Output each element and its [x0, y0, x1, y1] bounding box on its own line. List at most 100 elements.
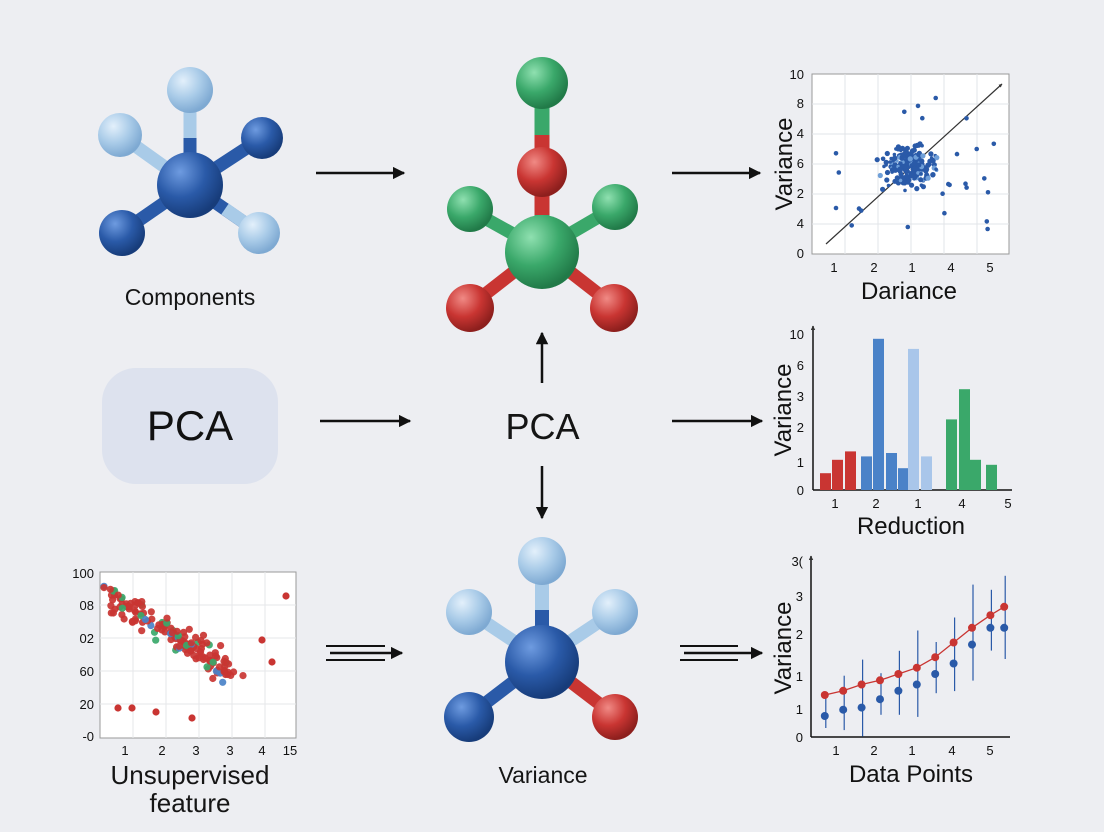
chart1-point [891, 163, 897, 169]
chart1-point [963, 181, 968, 186]
chart4-point [173, 627, 181, 635]
variance-molecule [444, 537, 638, 742]
chart1-point [905, 224, 911, 230]
chart4-point [268, 658, 276, 666]
unsupervised-label-line1: Unsupervised [110, 760, 270, 790]
chart1-point [884, 150, 890, 157]
chart4-point [209, 658, 217, 666]
chart4-point [217, 642, 225, 650]
atom-blue-center [157, 152, 223, 218]
chart3-xtick: 2 [870, 743, 877, 758]
chart1-point [902, 109, 907, 115]
chart4-point [100, 584, 108, 592]
atom-red-bottom-left [446, 284, 494, 332]
chart1-point [833, 151, 839, 156]
chart4-point [215, 663, 224, 671]
chart4-point [128, 704, 136, 712]
chart2-bar [898, 468, 909, 490]
chart2-bar [861, 456, 872, 490]
chart1-point [916, 171, 920, 175]
chart1-point [934, 167, 938, 172]
chart1-point [919, 183, 924, 187]
chart4-point [118, 611, 126, 619]
chart1-point [904, 173, 910, 179]
chart2-bar [832, 459, 843, 490]
chart1-point [833, 205, 839, 211]
chart1-point [908, 170, 915, 177]
chart4-point [258, 636, 266, 644]
chart3-xlabel: Data Points [849, 761, 973, 788]
atom-blue-right [241, 117, 283, 159]
chart1-point [858, 208, 864, 213]
chart1-point [898, 178, 903, 183]
chart1-point [964, 116, 969, 121]
chart3-point-blue [931, 670, 940, 678]
components-label: Components [124, 284, 256, 310]
chart3-point-red [931, 653, 940, 662]
chart4-point [282, 592, 290, 600]
chart4-ytick: 08 [80, 598, 94, 613]
chart4-point [107, 602, 115, 610]
chart2-xtick: 2 [872, 496, 879, 511]
chart2-ytick: 2 [797, 420, 804, 435]
atom-light-top [167, 67, 213, 113]
chart1-point [940, 191, 945, 196]
chart1-point [877, 172, 883, 179]
chart2-bar [959, 389, 970, 490]
chart4-point [132, 608, 140, 616]
chart2-xtick: 4 [958, 496, 965, 511]
chart1-point [974, 146, 979, 152]
atom-green-top [516, 57, 568, 109]
chart1-point [884, 169, 891, 176]
chart2-xtick: 1 [831, 496, 838, 511]
chart2-bar [845, 451, 856, 490]
chart1-ytick: 10 [790, 67, 804, 82]
chart1-point [991, 141, 997, 147]
chart1-point [916, 151, 922, 157]
chart1-ytick: 0 [797, 246, 804, 261]
chart4-point [192, 633, 200, 642]
chart4-xtick: 3 [226, 743, 233, 758]
chart3-xtick: 1 [832, 743, 839, 758]
chart2-bar [873, 338, 884, 490]
chart1-point [930, 172, 936, 178]
chart2-ytick: 10 [790, 327, 804, 342]
chart1-point [914, 186, 920, 192]
chart4-xtick: 2 [158, 743, 165, 758]
chart1-point [964, 185, 969, 190]
chart1-xtick: 5 [986, 260, 993, 275]
chart3-point-red [894, 670, 903, 678]
chart4-point [109, 609, 117, 617]
chart4-xtick: 3 [192, 743, 199, 758]
chart3-xtick: 5 [986, 743, 993, 758]
chart1-point [919, 172, 923, 176]
chart1-xtick: 1 [830, 260, 837, 275]
atom-light-right [592, 589, 638, 635]
chart1-point [903, 188, 907, 193]
chart1-point [883, 159, 889, 165]
chart1-point [902, 177, 907, 182]
chart1-point [923, 168, 929, 174]
chart1-point [925, 162, 931, 168]
chart3-ytick: 1 [796, 669, 803, 684]
chart2-bar [946, 419, 957, 490]
chart4-point [147, 608, 155, 616]
variance-molecule-label: Variance [498, 762, 588, 788]
chart1-point [918, 177, 924, 183]
chart1-ytick: 4 [797, 126, 804, 141]
chart2-bar [970, 459, 981, 490]
chart3-xtick: 4 [948, 743, 955, 758]
chart2-bar [921, 456, 932, 490]
chart1-point [849, 223, 854, 228]
chart1-ylabel: Variance [771, 118, 798, 211]
arrows [316, 166, 764, 661]
chart1-point [982, 176, 987, 181]
chart4-point [152, 636, 160, 644]
chart1-point [909, 182, 915, 188]
atom-light-top [518, 537, 566, 585]
chart1-point [912, 177, 917, 181]
chart4-ytick: 20 [80, 697, 94, 712]
